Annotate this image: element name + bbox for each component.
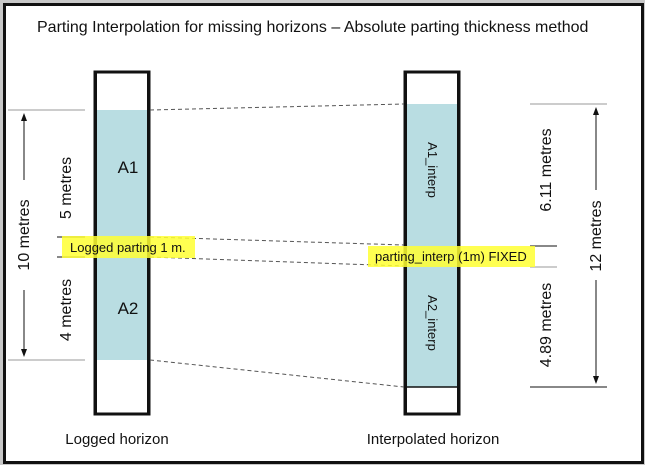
logged-dimensions: 10 metres 5 metres 4 metres — [8, 109, 85, 361]
seam-label-a2: A2 — [118, 299, 139, 318]
logged-column: A1 A2 — [93, 70, 151, 416]
logged-upper-thickness: 5 metres — [58, 157, 75, 219]
interpolated-column: A1_interp A2_interp — [403, 70, 461, 416]
correlation-line-top — [149, 103, 405, 111]
logged-horizon-caption: Logged horizon — [65, 431, 168, 448]
seam-label-a1-interp: A1_interp — [425, 142, 440, 198]
correlation-line-parting-bottom — [149, 256, 405, 267]
seam-label-a1: A1 — [118, 158, 139, 177]
logged-parting-label: Logged parting 1 m. — [70, 240, 186, 255]
logged-lower-thickness: 4 metres — [58, 279, 75, 341]
interpolated-horizon-caption: Interpolated horizon — [367, 431, 500, 448]
interpolated-seam-fill — [405, 104, 459, 387]
interpolated-parting-label: parting_interp (1m) FIXED — [375, 249, 527, 264]
interpolated-upper-thickness: 6.11 metres — [538, 128, 555, 211]
diagram-title: Parting Interpolation for missing horizo… — [37, 19, 588, 36]
logged-total-thickness: 10 metres — [16, 199, 33, 270]
correlation-line-bottom — [149, 359, 405, 388]
interpolated-lower-thickness: 4.89 metres — [538, 283, 555, 367]
logged-parting-callout: Logged parting 1 m. — [62, 236, 195, 258]
interpolated-parting-callout: parting_interp (1m) FIXED — [368, 246, 535, 267]
seam-label-a2-interp: A2_interp — [425, 295, 440, 351]
interpolated-total-thickness: 12 metres — [588, 200, 605, 271]
logged-seam-fill — [95, 110, 149, 360]
interpolated-dimensions: 12 metres 6.11 metres 4.89 metres — [530, 103, 607, 388]
